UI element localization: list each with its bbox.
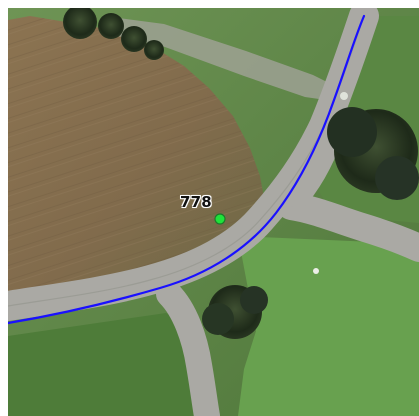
field-furrows — [8, 16, 264, 302]
tree-cluster-right — [327, 107, 419, 200]
marker-click-target[interactable] — [213, 212, 227, 226]
tree-cluster-top-left — [63, 8, 164, 60]
field-marker-spot — [313, 268, 319, 274]
map-canvas[interactable] — [8, 8, 419, 416]
location-marker[interactable] — [214, 213, 226, 225]
grass-field-bottom-left — [8, 313, 195, 416]
satellite-map[interactable]: 778 — [8, 8, 419, 416]
side-road-east — [277, 192, 419, 262]
route-line[interactable] — [8, 14, 366, 325]
tree-bottom-center — [202, 285, 268, 339]
house-roof-spot — [340, 92, 348, 100]
grass-field-bottom-right — [238, 236, 419, 416]
side-road-south — [156, 281, 220, 416]
farm-track-upper — [100, 16, 333, 100]
